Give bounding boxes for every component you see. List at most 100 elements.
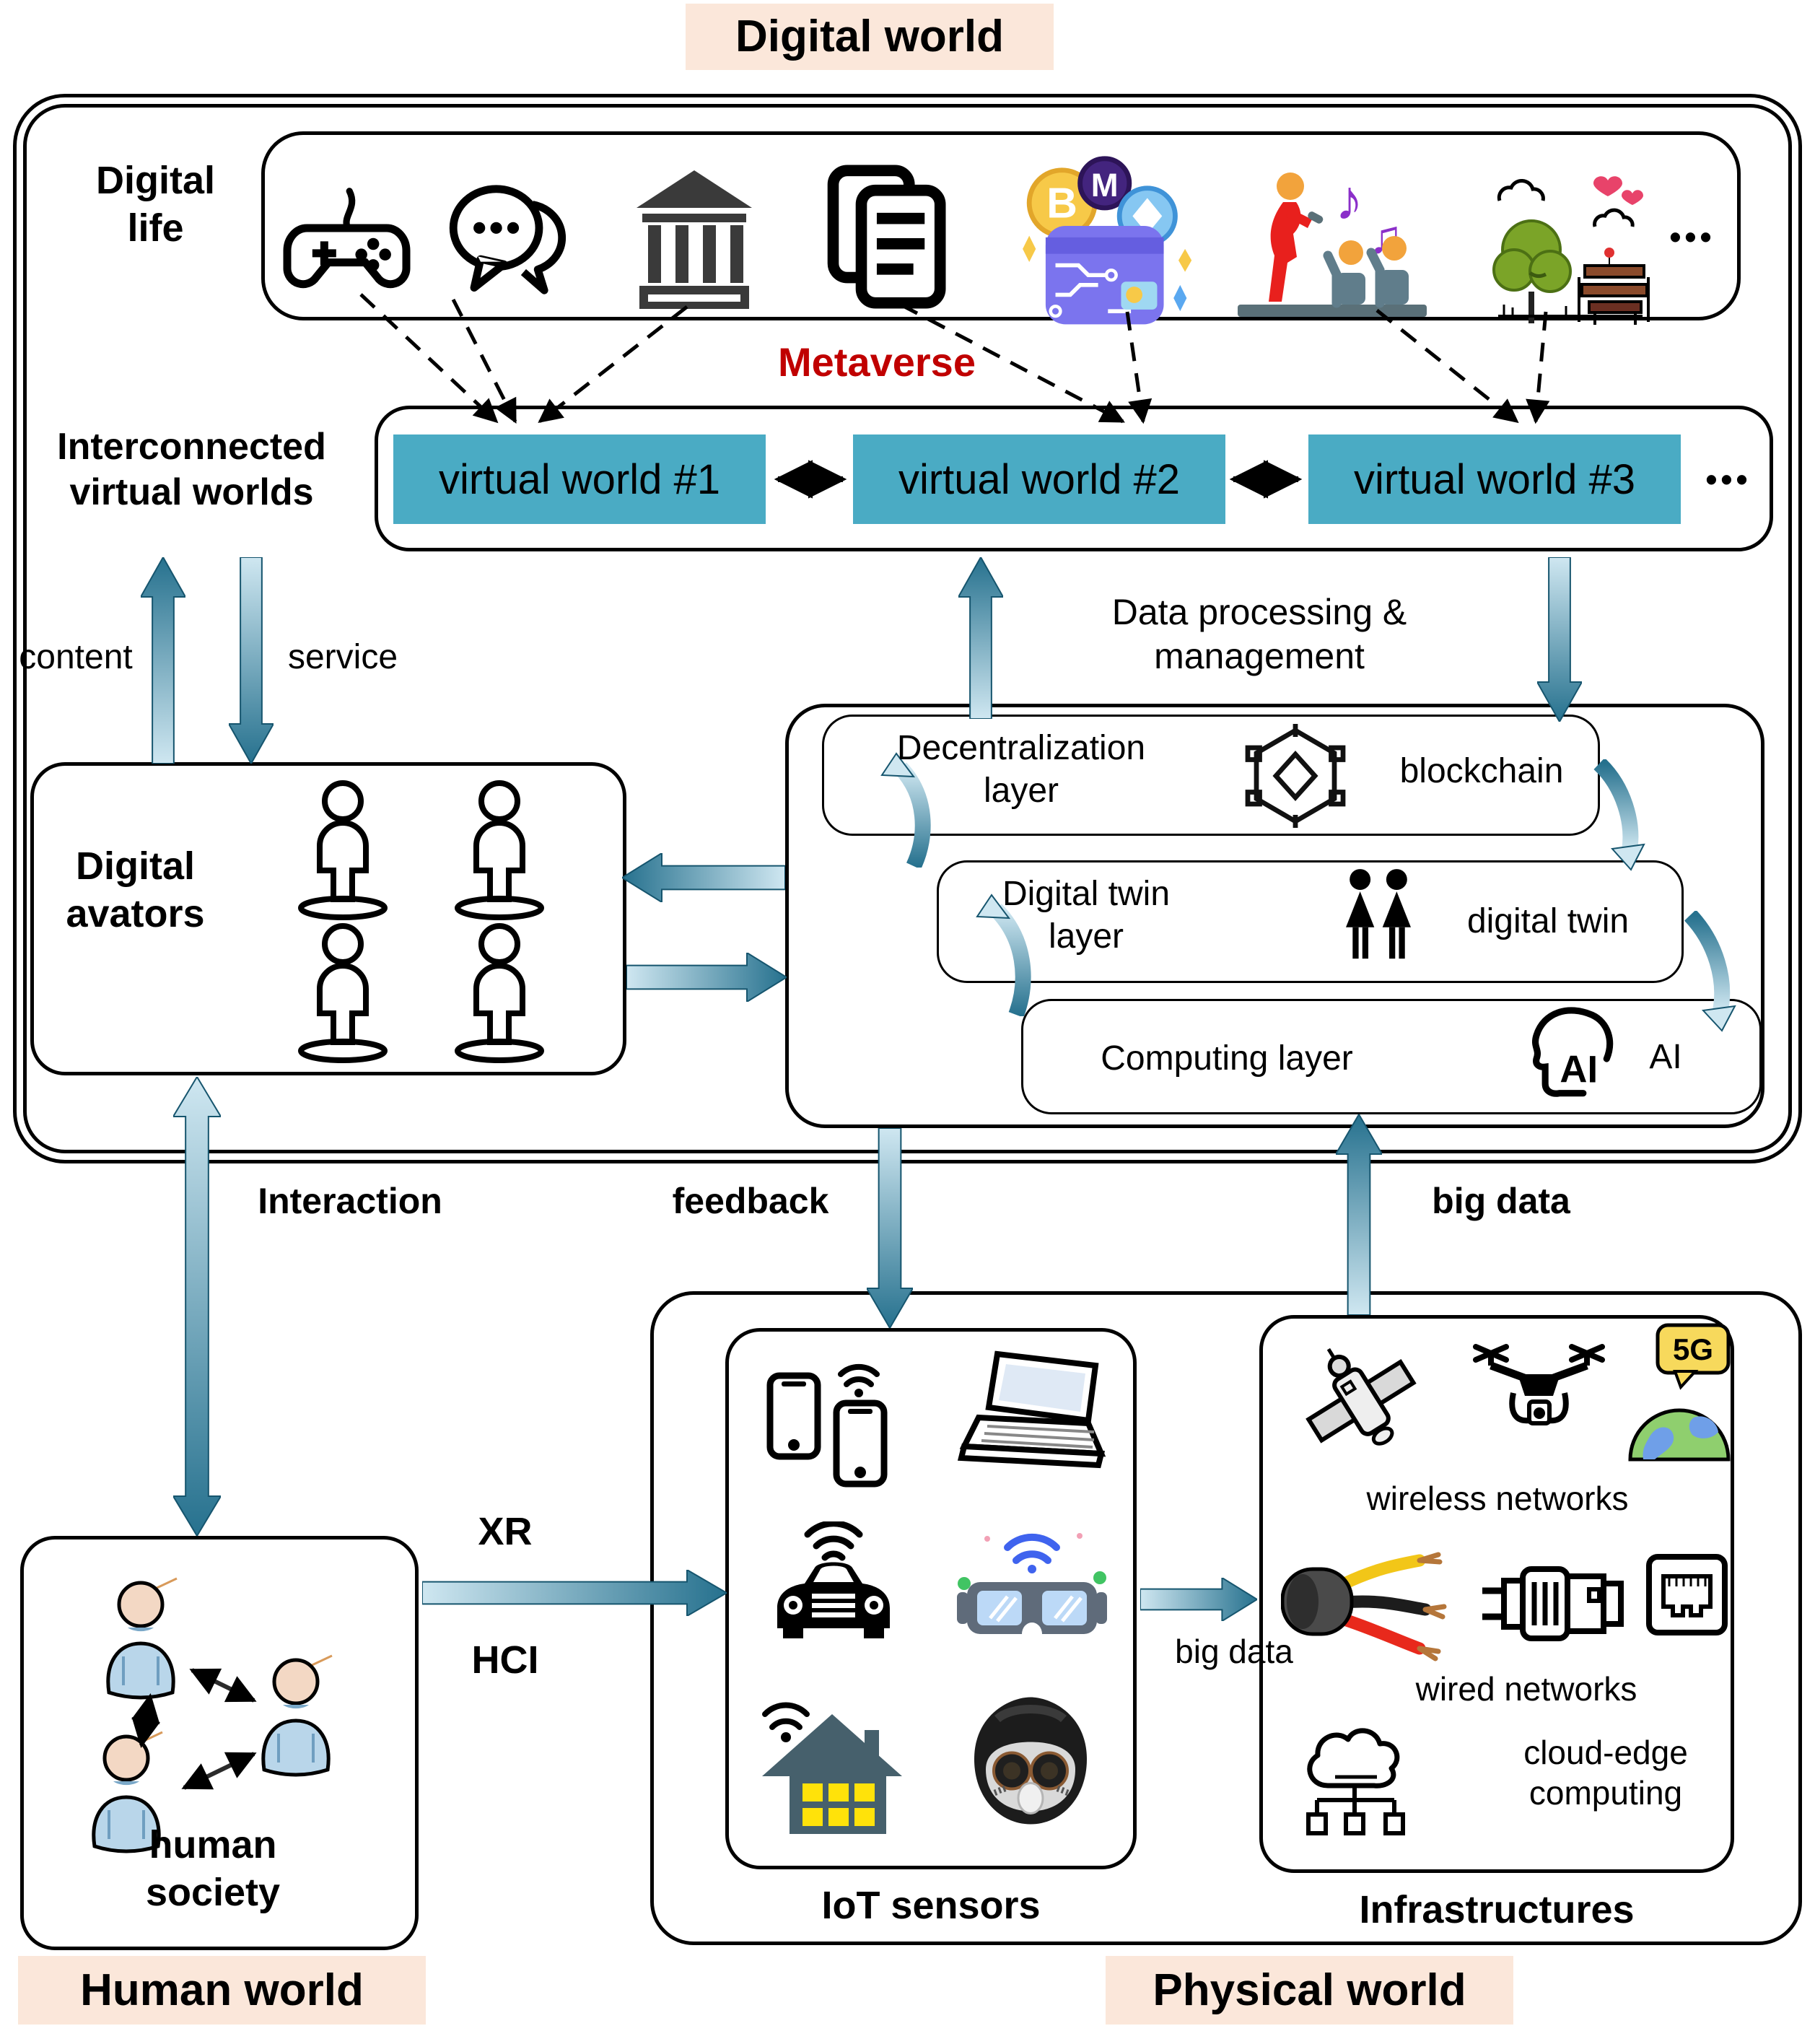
service-arrow <box>229 557 274 764</box>
digital-world-label: Digital world <box>686 4 1054 70</box>
smartphones-icon <box>761 1355 906 1493</box>
physical-world-label: Physical world <box>1106 1956 1513 2025</box>
gamepad-icon <box>280 180 414 300</box>
person-icon <box>238 1654 354 1777</box>
ethernet-port-icon <box>1645 1553 1728 1654</box>
virtual-worlds-ellipsis: ••• <box>1705 460 1751 498</box>
laptop-icon <box>953 1348 1111 1480</box>
digital-twin-line2: layer <box>1048 917 1124 956</box>
iot-label: IoT sensors <box>821 1884 1041 1927</box>
big-data-up-label: big data <box>1432 1181 1570 1221</box>
wireless-networks-label: wireless networks <box>1366 1480 1629 1517</box>
ai-label: AI <box>1649 1038 1682 1076</box>
ar-glasses-icon <box>953 1514 1111 1660</box>
interconnected-line2: virtual worlds <box>69 471 314 514</box>
cloud-edge-line2: computing <box>1528 1774 1683 1812</box>
drone-icon <box>1469 1341 1609 1453</box>
digital-twin-icon <box>1339 868 1418 976</box>
connected-car-icon <box>761 1521 906 1657</box>
big-data-right-arrow <box>1140 1578 1257 1621</box>
digital-world-text: Digital world <box>735 12 1004 62</box>
ai-glyph: AI <box>1560 1048 1598 1091</box>
computing-to-twin-arrow <box>961 894 1041 1016</box>
virtual-world-2: virtual world #2 <box>853 434 1225 524</box>
ai-head-icon: AI <box>1505 1003 1624 1113</box>
data-processing-up-arrow <box>958 557 1003 719</box>
monero-coin-icon: M <box>1091 167 1119 204</box>
big-data-up-arrow <box>1336 1114 1382 1315</box>
smart-home-icon <box>756 1693 908 1840</box>
avatar-icon <box>285 779 401 924</box>
person-icon <box>69 1731 184 1853</box>
fiveg-label: 5G <box>1673 1332 1713 1366</box>
satellite-icon <box>1286 1334 1438 1471</box>
plug-connector-icon <box>1479 1550 1624 1657</box>
avatars-to-layers-arrow <box>626 953 787 1002</box>
service-label: service <box>287 638 398 676</box>
cloud-edge-icon <box>1285 1719 1451 1856</box>
feedback-arrow <box>867 1128 913 1328</box>
feedback-label: feedback <box>672 1181 829 1221</box>
virtual-world-2-label: virtual world #2 <box>898 455 1181 503</box>
human-society-line1: human <box>149 1823 277 1866</box>
interconnected-line1: Interconnected <box>57 426 326 468</box>
chat-icon <box>442 175 572 304</box>
wired-networks-label: wired networks <box>1415 1670 1637 1708</box>
human-society-box <box>20 1536 419 1950</box>
concert-icon: ♪ ♫ <box>1227 160 1436 332</box>
twin-to-computing-arrow <box>1669 911 1755 1034</box>
metaverse-label: Metaverse <box>778 339 976 385</box>
virtual-world-1-label: virtual world #1 <box>438 455 721 503</box>
human-world-text: Human world <box>80 1965 364 2015</box>
xr-label: XR <box>478 1510 533 1553</box>
cloud-edge-line1: cloud-edge <box>1523 1734 1688 1771</box>
data-processing-label: Data processing &management <box>1025 590 1494 678</box>
vr-headset-icon <box>953 1687 1108 1838</box>
virtual-world-3: virtual world #3 <box>1308 434 1681 524</box>
dp-line2: management <box>1154 636 1365 676</box>
virtual-world-1: virtual world #1 <box>393 434 766 524</box>
digital-life-ellipsis: ••• <box>1669 218 1715 256</box>
documents-icon <box>819 160 960 313</box>
interaction-label: Interaction <box>258 1181 442 1221</box>
digital-twin-layer-box <box>937 860 1684 983</box>
bitcoin-coin-icon: B <box>1046 180 1077 227</box>
digital-life-line1: Digital <box>95 159 215 202</box>
park-icon <box>1487 165 1653 332</box>
avatars-line2: avators <box>66 891 205 935</box>
blockchain-icon <box>1241 722 1350 830</box>
avatar-icon <box>442 779 557 924</box>
crypto-wallet-icon: B M <box>1016 153 1197 335</box>
twin-to-decentralization-arrow <box>865 752 944 868</box>
human-society-line2: society <box>145 1870 281 1914</box>
person-icon <box>83 1577 198 1700</box>
avatar-icon <box>442 922 557 1067</box>
bank-icon <box>622 165 766 315</box>
digital-life-line2: life <box>127 206 184 250</box>
cable-icon <box>1281 1539 1447 1665</box>
blockchain-label: blockchain <box>1399 752 1564 790</box>
hci-label: HCI <box>471 1638 539 1682</box>
data-processing-down-arrow <box>1537 557 1582 722</box>
avatar-icon <box>285 922 401 1067</box>
computing-label: Computing layer <box>1101 1039 1353 1078</box>
human-world-label: Human world <box>18 1956 426 2025</box>
xr-hci-arrow <box>422 1570 727 1616</box>
content-label: content <box>19 638 133 676</box>
content-arrow <box>141 557 185 764</box>
digital-twin-tech-label: digital twin <box>1466 902 1630 940</box>
decentralization-line2: layer <box>983 771 1059 810</box>
decentralization-to-twin-arrow <box>1579 759 1666 871</box>
interaction-arrow <box>173 1077 221 1536</box>
big-data-right-label: big data <box>1175 1633 1293 1670</box>
fiveg-globe-icon: 5G <box>1627 1322 1732 1463</box>
music-note-icon: ♪ <box>1335 168 1363 232</box>
